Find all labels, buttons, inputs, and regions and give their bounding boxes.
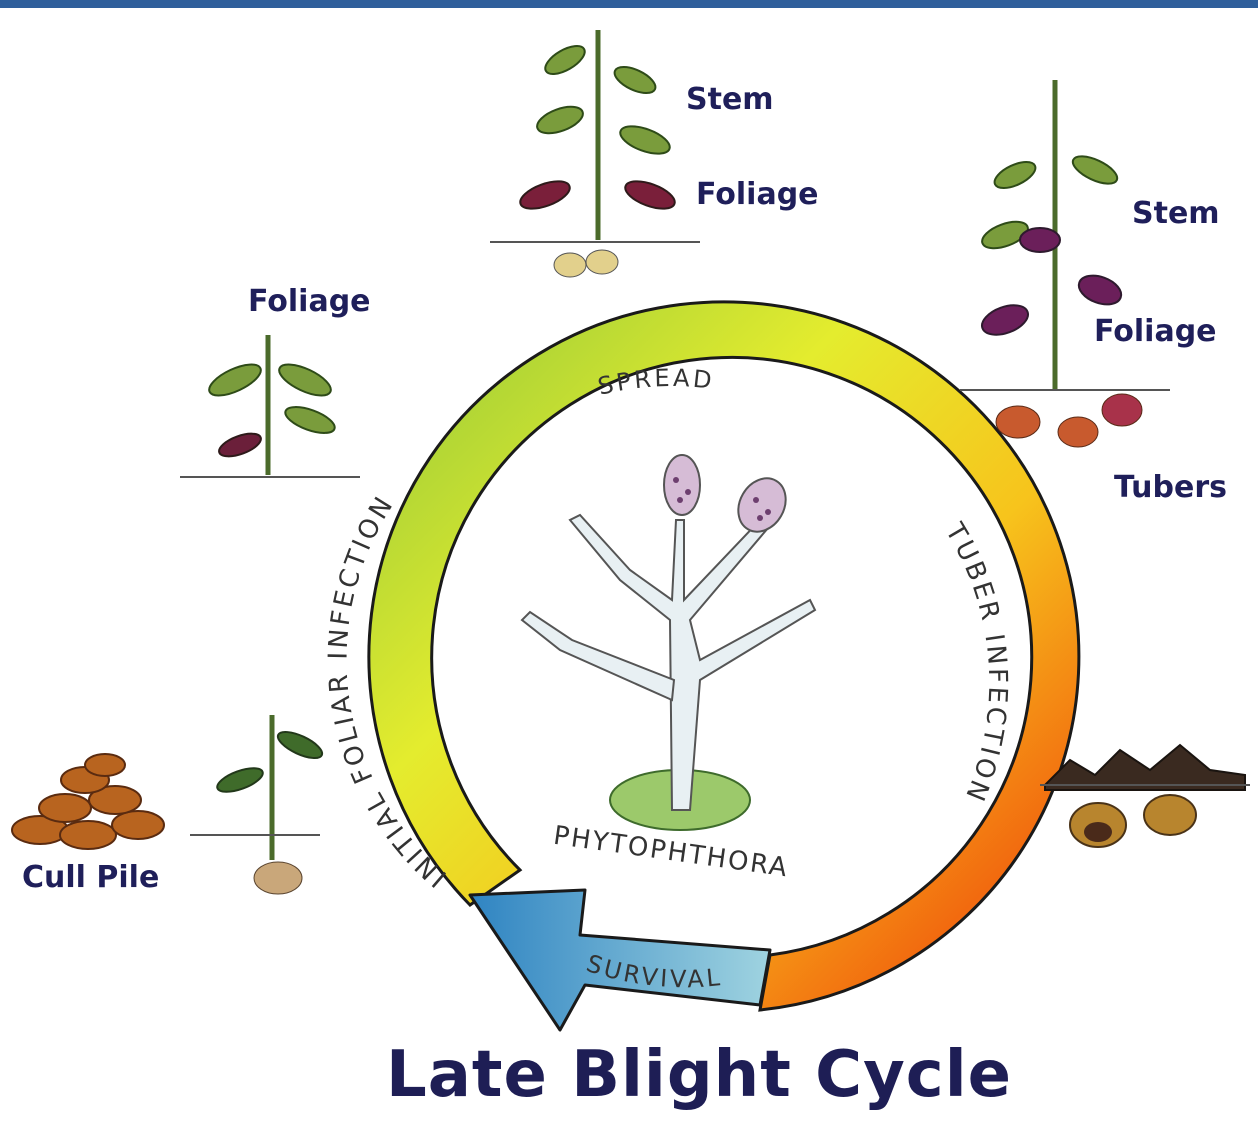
label-cull-pile: Cull Pile [22,860,159,895]
plant-right-top-icon [960,80,1170,447]
label-top-foliage: Foliage [696,177,819,212]
sprout-icon [190,715,326,894]
label-left-foliage: Foliage [248,284,371,319]
phytophthora-icon [522,455,815,830]
stage-tuber-label: TUBER INFECTION [939,517,1013,807]
label-right-stem: Stem [1132,196,1220,231]
cull-pile-icon [12,754,164,849]
infected-tubers-icon [1040,745,1250,847]
plant-left-icon [180,335,360,477]
plant-top-icon [490,30,700,277]
label-top-stem: Stem [686,82,774,117]
diagram-title: Late Blight Cycle [0,1038,1258,1112]
label-right-tubers: Tubers [1114,470,1227,505]
label-right-foliage: Foliage [1094,314,1217,349]
